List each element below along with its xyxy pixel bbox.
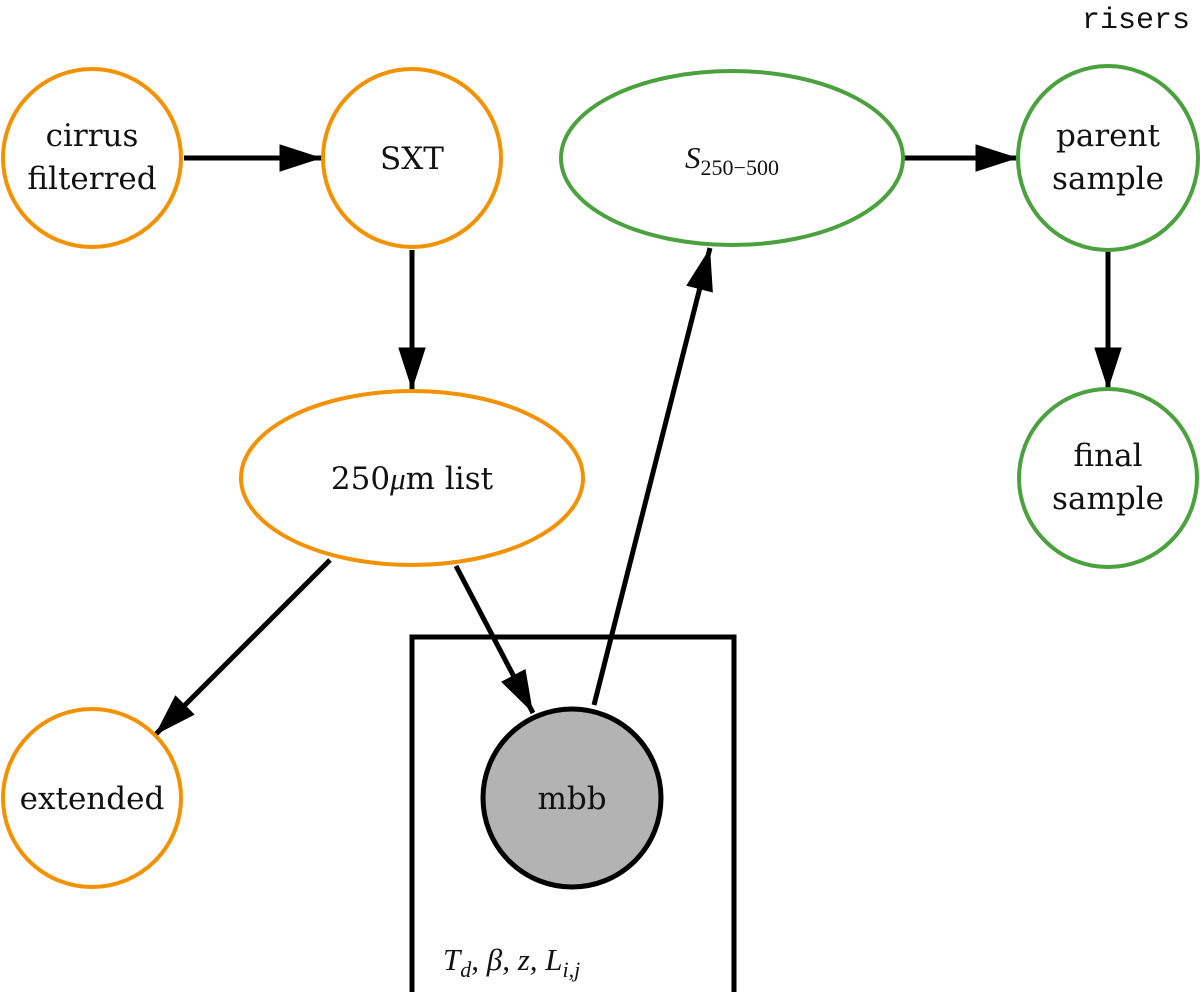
node-250um-list: 250μm list [239, 389, 585, 567]
plate-parameters: Td, β, z, Li,j [443, 942, 580, 982]
node-label: filterred [27, 161, 156, 197]
node-label: cirrus [46, 118, 139, 154]
node-final-sample: final sample [1017, 387, 1199, 569]
edge-list-to-mbb [453, 564, 536, 715]
node-label: mbb [537, 781, 606, 817]
node-parent-sample: parent sample [1016, 64, 1200, 252]
edge-mbb-to-s250 [591, 247, 713, 706]
corner-label: risers [1082, 4, 1190, 38]
node-cirrus-filtered: cirrus filterred [1, 67, 183, 249]
node-label: S250−500 [685, 140, 779, 180]
node-label: final [1073, 438, 1142, 474]
node-label: 250μm list [331, 461, 494, 497]
node-label: parent [1056, 118, 1160, 154]
plate-box [409, 634, 737, 992]
node-label: sample [1052, 161, 1164, 197]
node-label: sample [1052, 481, 1164, 517]
edge-list-to-extended [153, 558, 332, 737]
node-label: extended [20, 781, 165, 817]
node-s250-500: S250−500 [559, 69, 905, 247]
node-label: SXT [380, 141, 444, 177]
node-mbb: mbb [480, 706, 664, 890]
node-sxt: SXT [321, 67, 503, 249]
node-extended: extended [1, 707, 183, 889]
